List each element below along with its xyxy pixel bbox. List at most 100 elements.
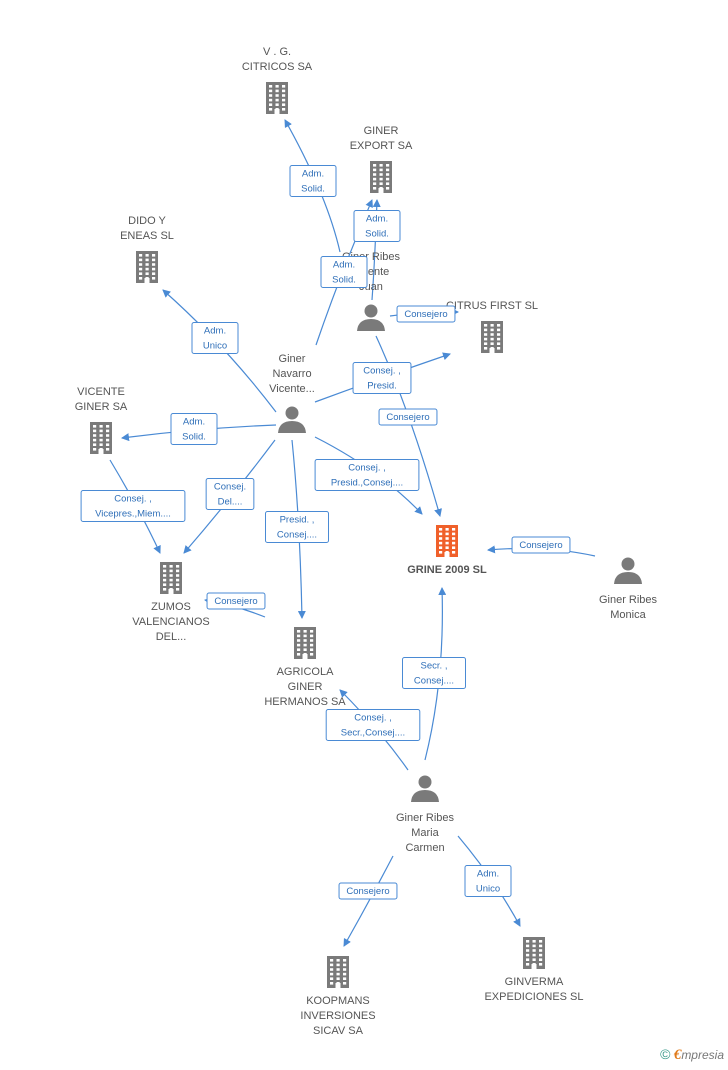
- edge-label[interactable]: Consejero: [396, 305, 456, 323]
- building-window: [539, 963, 543, 966]
- building-icon: [523, 937, 545, 969]
- building-window: [439, 528, 443, 531]
- building-window: [497, 347, 501, 350]
- building-window: [373, 173, 377, 176]
- edge-label[interactable]: Adm.Solid.: [353, 210, 401, 242]
- building-door: [144, 278, 150, 283]
- edge-label[interactable]: Adm.Unico: [464, 865, 512, 897]
- building-window: [330, 963, 334, 967]
- node-label: CITRICOS SA: [242, 61, 313, 73]
- building-window: [310, 648, 314, 651]
- building-window: [386, 173, 390, 176]
- node-label: KOOPMANS: [306, 995, 370, 1007]
- building-window: [379, 173, 383, 176]
- building-window: [106, 438, 110, 442]
- edge-label-text: Presid.,Consej....: [331, 478, 403, 489]
- building-window: [176, 569, 180, 573]
- person-icon: [614, 557, 642, 584]
- edge-label-text: Consejero: [346, 886, 389, 897]
- building-icon: [160, 562, 182, 594]
- edge-label[interactable]: Adm.Unico: [191, 322, 239, 354]
- edge-label-box: [464, 865, 512, 897]
- building-door: [302, 654, 308, 659]
- node-zumos[interactable]: ZUMOSVALENCIANOSDEL...: [132, 562, 210, 643]
- node-grine[interactable]: GRINE 2009 SL: [407, 525, 487, 576]
- building-window: [303, 648, 307, 651]
- building-window: [176, 565, 180, 568]
- edge-label-box: [396, 305, 456, 323]
- building-window: [452, 537, 456, 540]
- building-window: [336, 959, 340, 962]
- building-window: [152, 258, 156, 262]
- building-window: [330, 977, 334, 980]
- edge-label[interactable]: Consej. ,Vicepres.,Miem....: [80, 490, 186, 522]
- edge-label-box: [314, 459, 420, 491]
- building-window: [169, 583, 173, 586]
- edge-label-box: [338, 882, 398, 900]
- building-window: [297, 639, 301, 642]
- building-window: [445, 532, 449, 536]
- building-window: [163, 588, 167, 591]
- edge-label[interactable]: Consejero: [338, 882, 398, 900]
- building-window: [99, 425, 103, 428]
- building-window: [152, 277, 156, 280]
- building-window: [336, 977, 340, 980]
- building-door: [335, 983, 341, 988]
- building-window: [93, 443, 97, 446]
- edge-label-text: Solid.: [332, 275, 356, 286]
- edge-label-text: Vicepres.,Miem....: [95, 509, 171, 520]
- building-window: [336, 972, 340, 976]
- edge-label[interactable]: Adm.Solid.: [289, 165, 337, 197]
- node-citrus[interactable]: CITRUS FIRST SL: [446, 300, 538, 353]
- person-head: [285, 406, 299, 420]
- edge-label-text: Solid.: [365, 229, 389, 240]
- edge-label[interactable]: Consej. ,Secr.,Consej....: [325, 709, 421, 741]
- building-window: [452, 551, 456, 554]
- edge-label[interactable]: Consejero: [206, 592, 266, 610]
- building-window: [99, 434, 103, 437]
- person-body: [614, 572, 642, 584]
- building-window: [269, 94, 273, 97]
- edge-label-text: Consej. ,: [348, 463, 386, 474]
- node-vg[interactable]: V . G.CITRICOS SA: [242, 46, 313, 114]
- building-door: [378, 188, 384, 193]
- edge-label[interactable]: Consej. , Presid.,Consej....: [314, 459, 420, 491]
- person-icon: [411, 775, 439, 802]
- building-window: [303, 643, 307, 647]
- node-label: Monica: [610, 609, 646, 621]
- edge-label[interactable]: Consej. ,Presid.: [352, 362, 412, 394]
- building-window: [282, 103, 286, 106]
- edge-label[interactable]: Adm.Solid.: [320, 256, 368, 288]
- node-p_navarro[interactable]: GinerNavarroVicente...: [269, 353, 315, 433]
- edge-label[interactable]: Secr. ,Consej....: [402, 657, 466, 689]
- building-window: [386, 182, 390, 185]
- edge-label-text: Unico: [203, 341, 227, 352]
- building-window: [445, 537, 449, 540]
- edge-label[interactable]: Consejero: [378, 408, 438, 426]
- edge-label[interactable]: Adm.Solid.: [170, 413, 218, 445]
- building-window: [163, 574, 167, 577]
- edge-label[interactable]: Consejero: [511, 536, 571, 554]
- building-window: [497, 328, 501, 332]
- node-label: VALENCIANOS: [132, 616, 209, 628]
- building-door: [98, 449, 104, 454]
- building-window: [526, 940, 530, 943]
- edge-label-box: [352, 362, 412, 394]
- edge-label[interactable]: Consej.Del....: [205, 478, 255, 510]
- building-window: [539, 940, 543, 943]
- building-window: [163, 565, 167, 568]
- building-window: [484, 347, 488, 350]
- building-window: [139, 254, 143, 257]
- edge-label[interactable]: Presid. ,Consej....: [265, 511, 329, 543]
- building-window: [275, 103, 279, 106]
- building-window: [484, 328, 488, 332]
